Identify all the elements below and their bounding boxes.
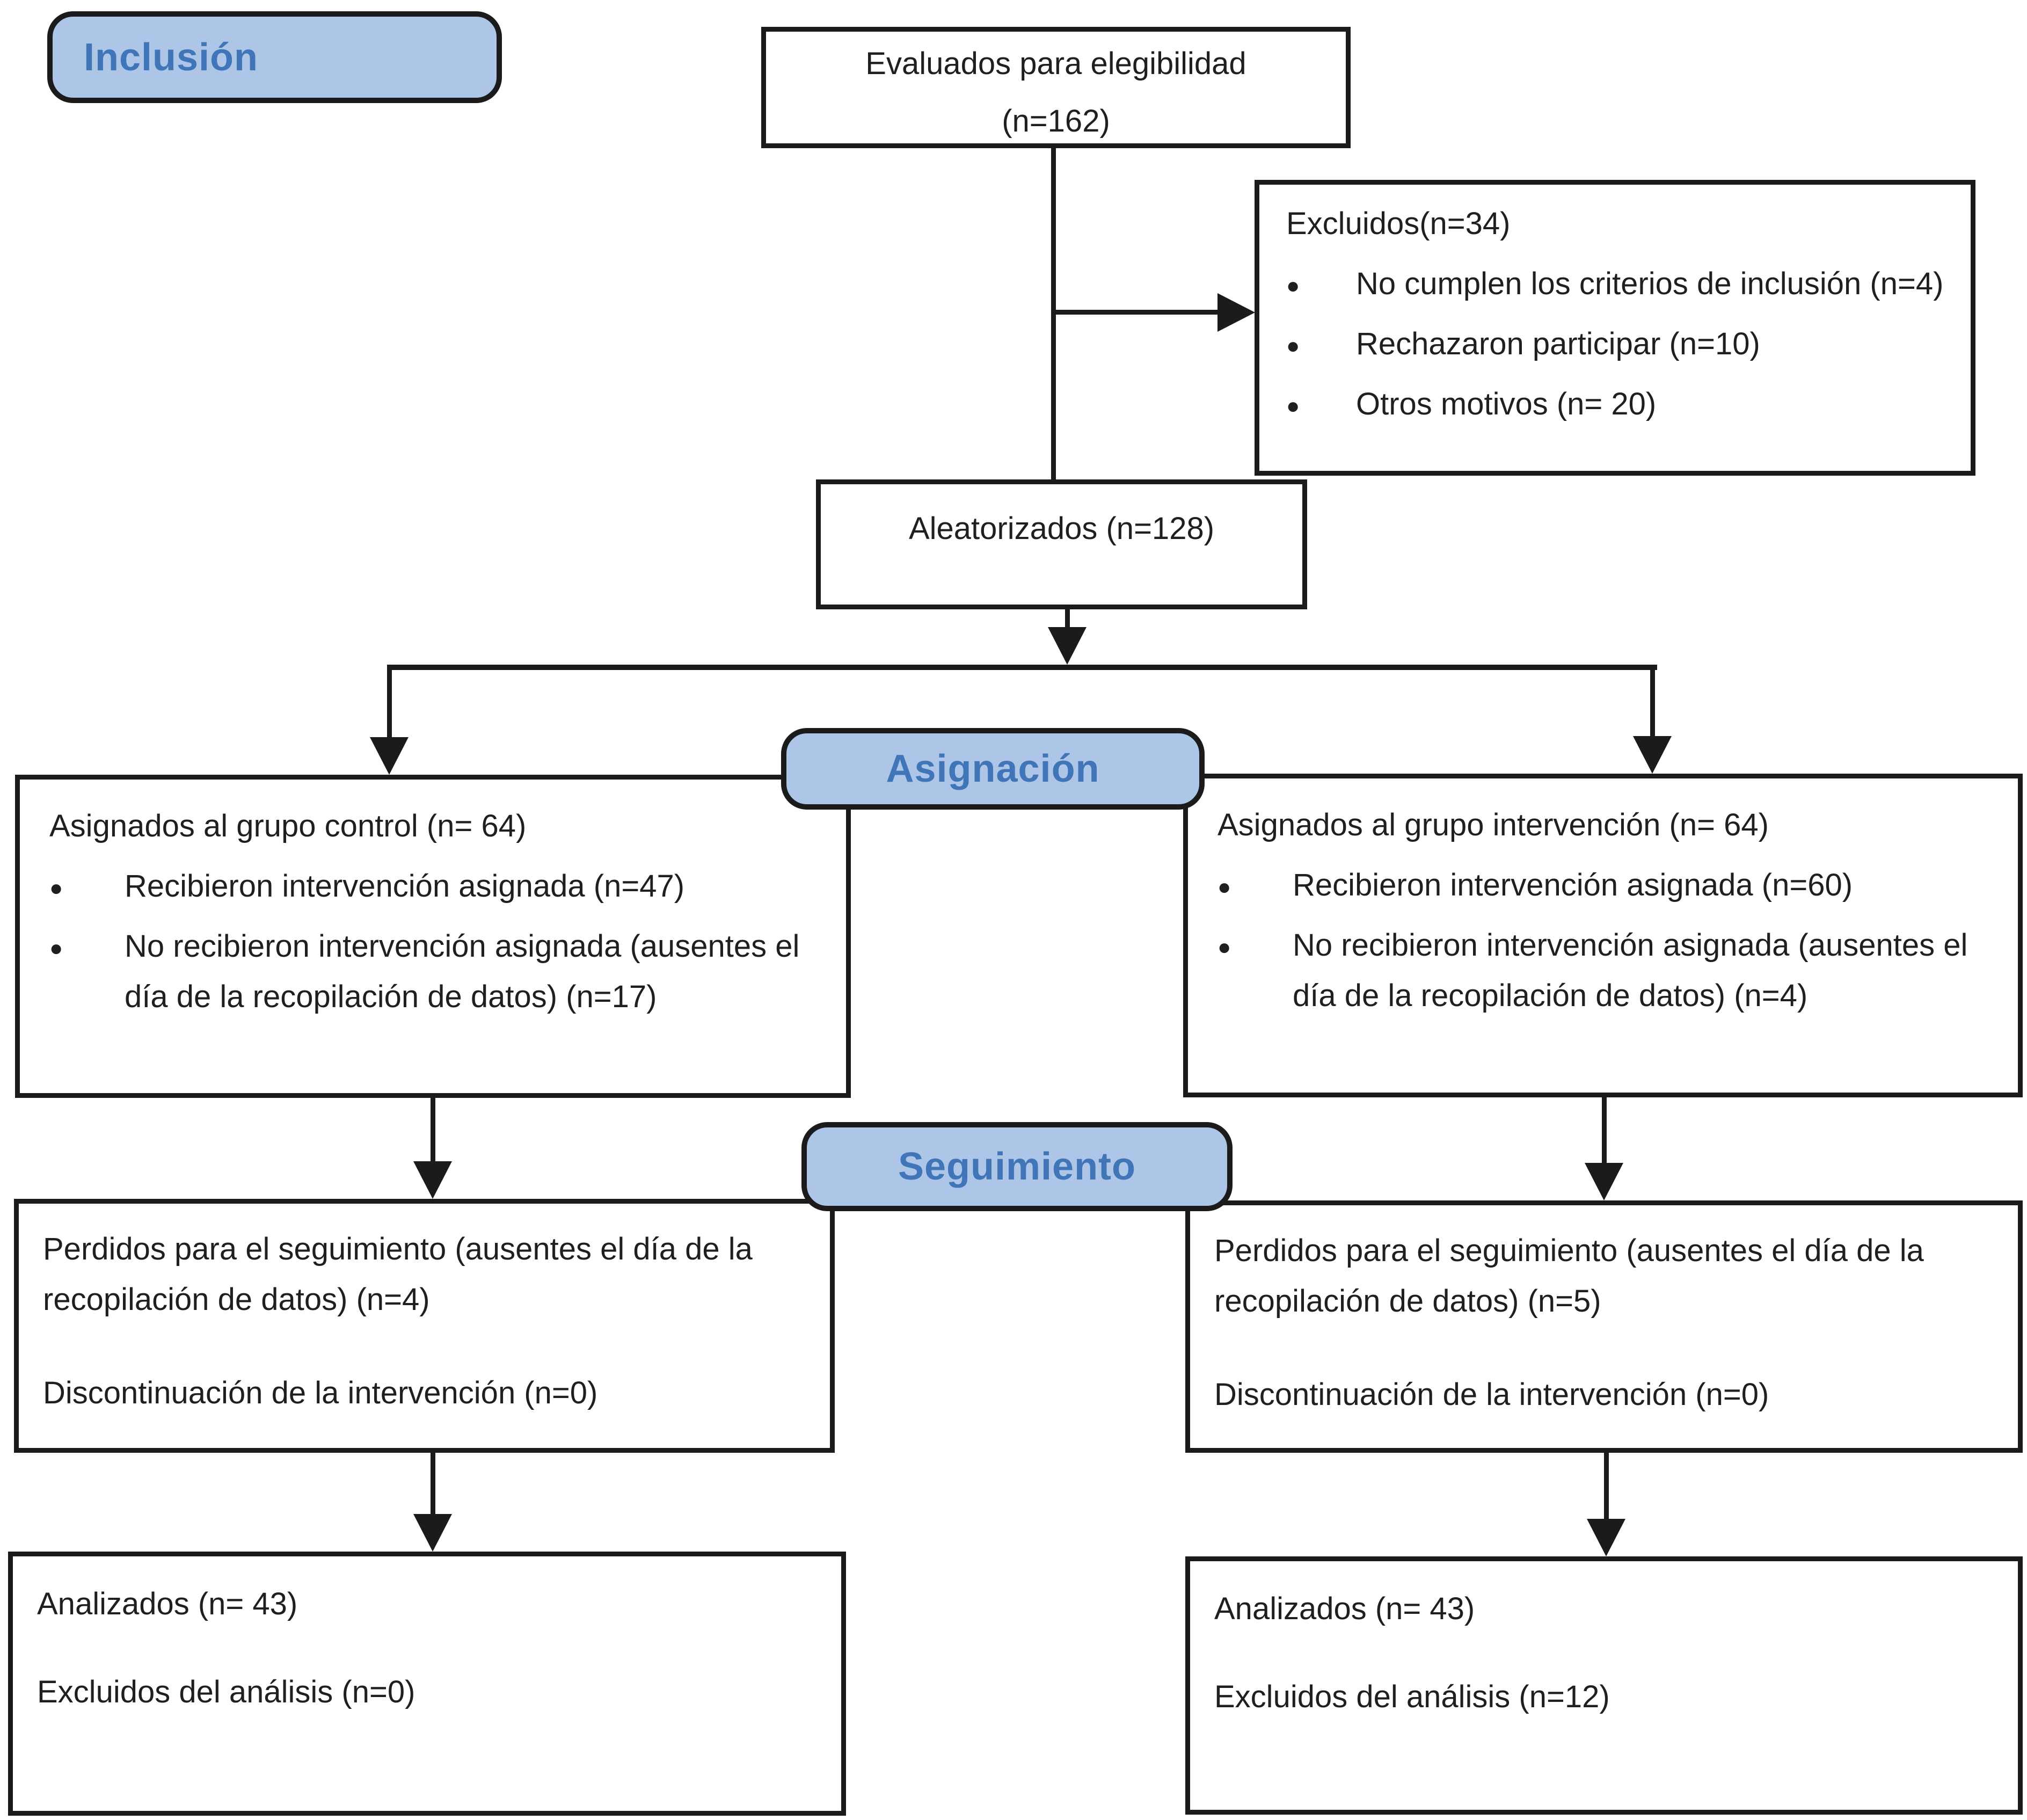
arrowhead-down-icon [1585,1163,1623,1200]
intervention-followup-lost: Perdidos para el seguimiento (ausentes e… [1214,1233,1924,1319]
intervention-analyzed: Analizados (n= 43) [1214,1591,1475,1626]
intervention-followup-box: Perdidos para el seguimiento (ausentes e… [1185,1200,2023,1453]
list-item: ● No recibieron intervención asignada (a… [49,921,838,1022]
connector-randomized-branch [1065,609,1070,634]
bullet-icon: ● [1217,934,1231,959]
stage-allocation-label: Asignación [781,728,1205,810]
control-analysis-box: Analizados (n= 43) Excluidos del análisi… [8,1552,846,1816]
bullet-icon: ● [1286,332,1300,358]
control-group-item-2: No recibieron intervención asignada (aus… [125,928,800,1014]
randomized-label: Aleatorizados (n=128) [908,511,1215,546]
arrowhead-down-icon [413,1514,452,1552]
excluded-reason-3: Otros motivos (n= 20) [1356,386,1657,421]
arrowhead-down-icon [1048,627,1087,665]
intervention-excluded-analysis: Excluidos del análisis (n=12) [1214,1679,1610,1714]
bullet-icon: ● [49,935,63,960]
excluded-title: Excluidos(n=34) [1286,206,1511,241]
eligibility-line2: (n=162) [1002,104,1110,139]
list-item: ● Rechazaron participar (n=10) [1286,319,1949,369]
eligibility-line1: Evaluados para elegibilidad [865,46,1246,81]
list-item: ● Recibieron intervención asignada (n=47… [49,861,838,912]
control-excluded-analysis: Excluidos del análisis (n=0) [37,1674,415,1709]
bullet-icon: ● [1217,873,1231,899]
connector-to-excluded [1051,310,1219,315]
intervention-group-box: Asignados al grupo intervención (n= 64) … [1183,774,2023,1097]
connector-intervention-followup [1602,1097,1607,1164]
connector-intervention-analysis [1604,1453,1609,1521]
control-followup-discontinued: Discontinuación de la intervención (n=0) [43,1375,598,1410]
list-item: ● No cumplen los criterios de inclusión … [1286,259,1949,309]
stage-followup-label: Seguimiento [801,1122,1233,1211]
arrowhead-down-icon [370,737,409,775]
intervention-group-title: Asignados al grupo intervención (n= 64) [1217,807,1769,842]
randomized-box: Aleatorizados (n=128) [816,479,1307,609]
stage-inclusion-label: Inclusión [47,11,502,103]
arrowhead-right-icon [1217,293,1255,332]
intervention-followup-discontinued: Discontinuación de la intervención (n=0) [1214,1377,1769,1412]
excluded-box: Excluidos(n=34) ● No cumplen los criteri… [1255,180,1975,476]
connector-branch-intervention [1650,670,1655,739]
bullet-icon: ● [1286,272,1300,298]
list-item: ● Recibieron intervención asignada (n=60… [1217,860,2010,911]
intervention-analysis-box: Analizados (n= 43) Excluidos del análisi… [1185,1556,2023,1815]
control-followup-box: Perdidos para el seguimiento (ausentes e… [14,1199,835,1453]
control-group-title: Asignados al grupo control (n= 64) [49,809,527,843]
arrowhead-down-icon [1587,1519,1625,1556]
bullet-icon: ● [49,875,63,900]
intervention-group-item-2: No recibieron intervención asignada (aus… [1293,927,1968,1013]
stage-allocation-text: Asignación [886,747,1100,790]
excluded-reason-2: Rechazaron participar (n=10) [1356,326,1760,361]
connector-control-followup [431,1098,435,1163]
arrowhead-down-icon [1633,736,1672,774]
control-followup-lost: Perdidos para el seguimiento (ausentes e… [43,1232,753,1317]
control-group-item-1: Recibieron intervención asignada (n=47) [125,868,685,904]
list-item: ● Otros motivos (n= 20) [1286,379,1949,429]
connector-branch-control [387,670,392,740]
bullet-icon: ● [1286,392,1300,418]
control-analyzed: Analizados (n= 43) [37,1586,298,1621]
eligibility-box: Evaluados para elegibilidad (n=162) [761,27,1351,148]
stage-inclusion-text: Inclusión [84,35,259,79]
connector-control-analysis [431,1453,435,1516]
intervention-group-item-1: Recibieron intervención asignada (n=60) [1293,867,1853,902]
list-item: ● No recibieron intervención asignada (a… [1217,920,2010,1021]
control-group-box: Asignados al grupo control (n= 64) ● Rec… [15,775,851,1098]
branch-line [387,665,1657,670]
stage-followup-text: Seguimiento [898,1145,1136,1188]
arrowhead-down-icon [413,1161,452,1199]
excluded-reason-1: No cumplen los criterios de inclusión (n… [1356,266,1944,301]
